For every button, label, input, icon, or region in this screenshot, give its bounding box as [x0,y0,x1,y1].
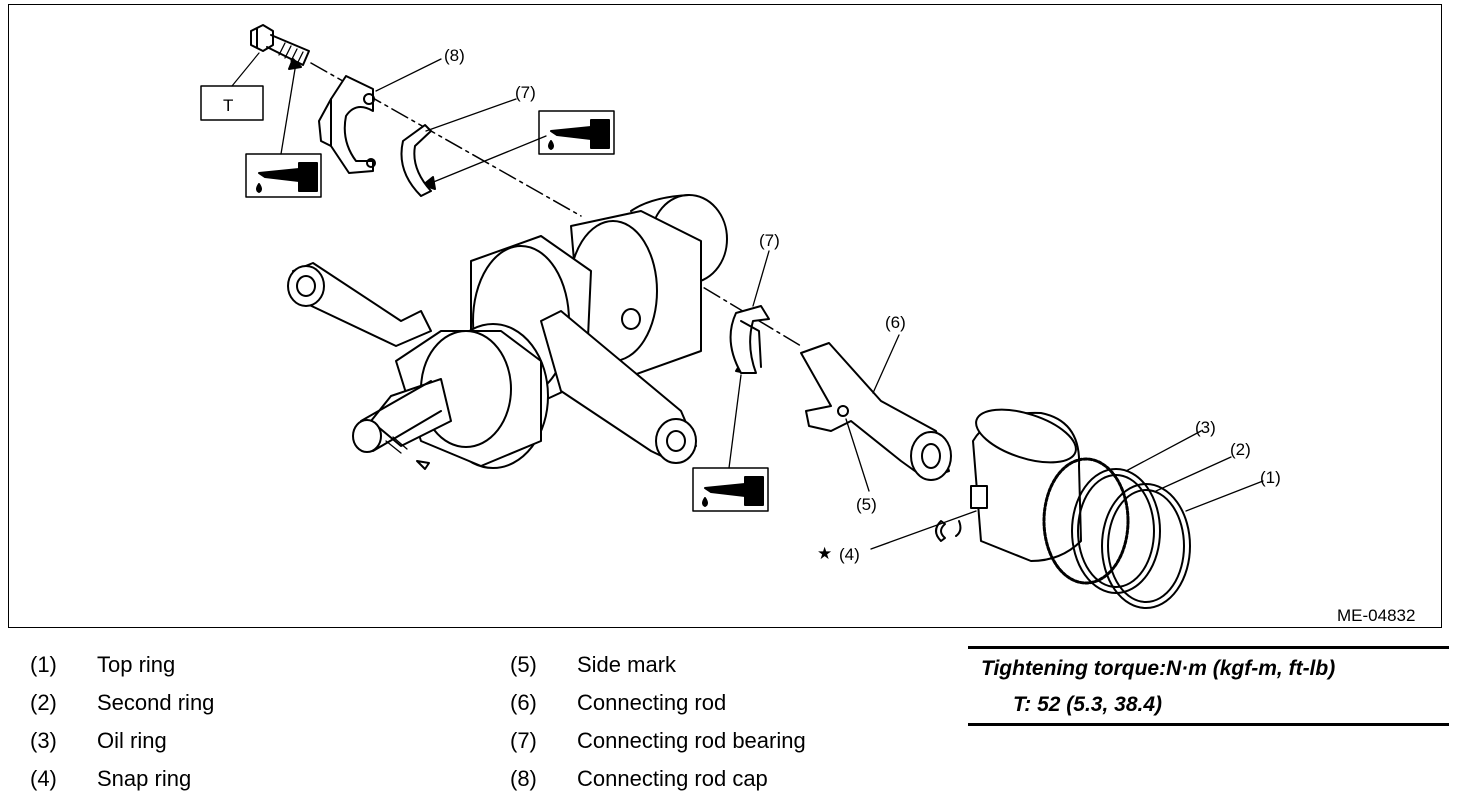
callout-8: (8) [444,46,465,65]
parts-legend: (1) Top ring (2) Second ring (3) Oil rin… [30,652,930,802]
callout-5: (5) [856,495,877,514]
figure-frame: (8) (7) (7) (6) (5) (4) ★ (3) (2) (1) T … [8,4,1442,628]
legend-label: Side mark [577,652,677,677]
callout-7-upper: (7) [515,83,536,102]
top-ring [1101,483,1191,609]
connecting-rod [800,342,952,481]
callout-7-lower: (7) [759,231,780,250]
connecting-rod-right-on-crank [540,310,697,464]
exploded-view-diagram: (8) (7) (7) (6) (5) (4) ★ (3) (2) (1) T … [200,24,1415,625]
star-mark: ★ [817,544,832,563]
legend-label: Snap ring [97,766,192,791]
legend-number: (5) [510,652,537,677]
assembly-axis-line [310,62,802,347]
torque-value: T: 52 (5.3, 38.4) [1013,693,1163,716]
bearing-shell-upper [400,124,432,197]
torque-tag-label: T [223,96,233,115]
legend-number: (6) [510,690,537,715]
legend-label: Oil ring [97,728,167,753]
legend-label: Connecting rod bearing [577,728,806,753]
legend-number: (1) [30,652,57,677]
legend-number: (3) [30,728,57,753]
callout-6: (6) [885,313,906,332]
connecting-rod-bolt [250,24,310,66]
piston [970,408,1082,562]
legend-label: Second ring [97,690,215,715]
legend-number: (7) [510,728,537,753]
callout-1: (1) [1260,468,1281,487]
callout-2: (2) [1230,440,1251,459]
legend-label: Connecting rod cap [577,766,768,791]
torque-tag [200,52,264,121]
snap-ring [935,520,962,542]
second-ring [1071,468,1161,594]
legend-number: (2) [30,690,57,715]
oil-symbol-box-2 [422,110,615,190]
oil-ring [1042,457,1130,585]
bearing-shell-lower [729,305,770,374]
legend-number: (8) [510,766,537,791]
callout-4: (4) [839,545,860,564]
connecting-rod-cap [318,75,376,174]
legend-label: Top ring [97,652,176,677]
leader-lines [375,58,1264,550]
legend-label: Connecting rod [577,690,727,715]
torque-heading: Tightening torque:N·m (kgf-m, ft-lb) [981,657,1336,680]
torque-spec-box: Tightening torque:N·m (kgf-m, ft-lb) T: … [968,646,1449,726]
oil-symbol-box-1 [245,58,322,198]
figure-id: ME-04832 [1337,606,1415,625]
legend-number: (4) [30,766,57,791]
connecting-rod-left [287,262,432,347]
callout-3: (3) [1195,418,1216,437]
crankshaft [352,194,728,470]
oil-symbol-box-3 [692,362,769,512]
